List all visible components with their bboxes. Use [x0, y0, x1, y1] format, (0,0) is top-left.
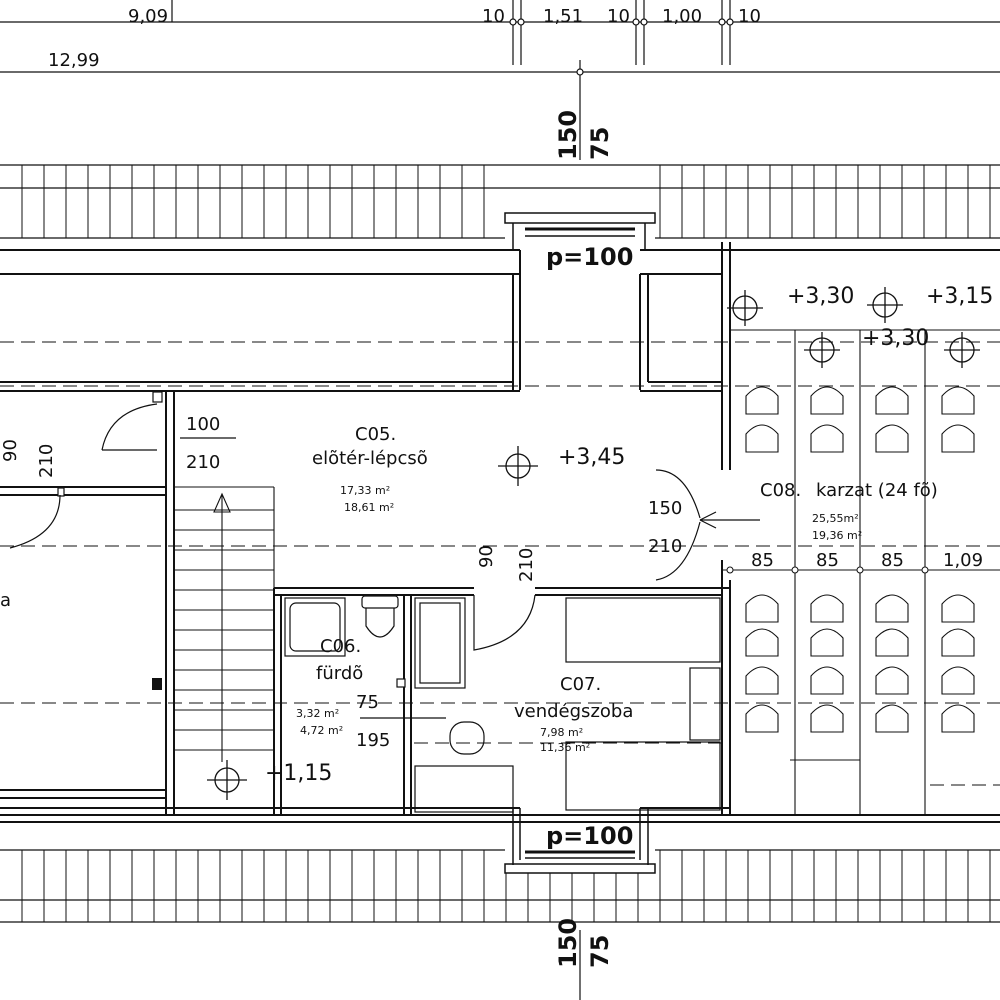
seat: [745, 628, 779, 657]
seat: [810, 424, 844, 453]
roof-band-bottom: [0, 849, 1000, 923]
level-marker-stair: [207, 760, 247, 800]
room-c08-area2: 19,36 m²: [812, 529, 862, 542]
dim-door-left-w: 90: [0, 439, 21, 462]
door-left: [9, 494, 61, 549]
level-marker-c05: [498, 446, 538, 486]
seat: [810, 594, 844, 623]
door-c05: [57, 391, 236, 497]
seat: [810, 666, 844, 695]
dim-top-seg-1: 10: [482, 6, 505, 27]
seat: [941, 424, 975, 453]
dim-door-c05-h: 210: [186, 452, 220, 473]
seat: [875, 386, 909, 415]
room-c06-area1: 3,32 m²: [296, 707, 339, 720]
seat: [745, 704, 779, 733]
seat: [941, 594, 975, 623]
gallery-grid: [730, 329, 1000, 815]
room-c06-area2: 4,72 m²: [300, 724, 343, 737]
seat: [810, 386, 844, 415]
seat: [745, 594, 779, 623]
stairs: [174, 486, 275, 762]
dashed-lines: [0, 341, 1000, 786]
seat: [875, 704, 909, 733]
parapet-top: p=100: [546, 243, 633, 271]
seat: [745, 666, 779, 695]
door-c08: [655, 469, 760, 581]
seat: [875, 594, 909, 623]
dim-top-seg-4: 1,00: [662, 6, 702, 27]
room-c06-id: C06.: [320, 636, 361, 657]
room-left-partial: a: [0, 590, 11, 611]
column-marker: [152, 678, 162, 690]
seat: [810, 704, 844, 733]
seat: [745, 386, 779, 415]
dim-seat-2: 85: [816, 550, 839, 571]
dim-top-seg-5: 10: [738, 6, 761, 27]
seat: [941, 704, 975, 733]
seat: [810, 628, 844, 657]
dim-vertical-top-2: 75: [586, 127, 614, 160]
dim-door-c05-w: 100: [186, 414, 220, 435]
dim-door-c06-w: 75: [356, 692, 379, 713]
room-c05-area1: 17,33 m²: [340, 484, 390, 497]
roof-band-top: [0, 164, 1000, 239]
dim-seat-1: 85: [751, 550, 774, 571]
dim-door-c08-h: 210: [648, 536, 682, 557]
room-c05-id: C05.: [355, 424, 396, 445]
gallery-level-markers: [727, 287, 980, 368]
dim-door-c07-h: 210: [516, 548, 537, 582]
room-c08-id: C08.: [760, 480, 801, 501]
window-top: [504, 212, 656, 250]
seat: [875, 424, 909, 453]
room-c06-name: fürdõ: [316, 663, 363, 684]
window-bottom: [504, 808, 656, 874]
room-c07-area2: 11,36 m²: [540, 741, 590, 754]
walls: [0, 242, 1000, 823]
room-c08-name: karzat (24 fõ): [816, 480, 938, 501]
dim-door-c07-w: 90: [476, 545, 497, 568]
dim-vertical-top-1: 150: [554, 110, 582, 160]
dimension-ticks: [509, 18, 734, 76]
dim-door-c06-h: 195: [356, 730, 390, 751]
dim-vertical-bottom-1: 150: [554, 918, 582, 968]
dim-top-seg-3: 10: [607, 6, 630, 27]
seat: [941, 666, 975, 695]
gallery-seats: [745, 386, 975, 733]
guestroom-furniture: [414, 594, 721, 813]
top-dimension-lines: [0, 0, 1000, 160]
room-c08-area1: 25,55m²: [812, 512, 859, 525]
bathroom-fixtures: [284, 595, 446, 719]
dim-top-b: 12,99: [48, 50, 100, 71]
room-c07-area1: 7,98 m²: [540, 726, 583, 739]
dim-top-a: 9,09: [128, 6, 168, 27]
level-stair: +1,15: [265, 761, 332, 786]
dim-door-c08-w: 150: [648, 498, 682, 519]
parapet-bottom: p=100: [546, 822, 633, 850]
seat: [875, 628, 909, 657]
dim-seat-4: 1,09: [943, 550, 983, 571]
dim-top-seg-2: 1,51: [543, 6, 583, 27]
seat: [941, 628, 975, 657]
room-c07-name: vendégszoba: [514, 701, 633, 722]
room-c05-area2: 18,61 m²: [344, 501, 394, 514]
level-c08-c: +3,30: [862, 326, 929, 351]
dim-vertical-bottom-2: 75: [586, 935, 614, 968]
seat: [875, 666, 909, 695]
dim-seat-3: 85: [881, 550, 904, 571]
seat-row-dimension: [722, 566, 1000, 574]
room-c05-name: elõtér-lépcsõ: [312, 448, 428, 469]
room-c07-id: C07.: [560, 674, 601, 695]
seat: [941, 386, 975, 415]
level-c08-a: +3,30: [787, 284, 854, 309]
seat: [745, 424, 779, 453]
level-c05: +3,45: [558, 445, 625, 470]
dim-door-left-h: 210: [36, 444, 57, 478]
level-c08-b: +3,15: [926, 284, 993, 309]
